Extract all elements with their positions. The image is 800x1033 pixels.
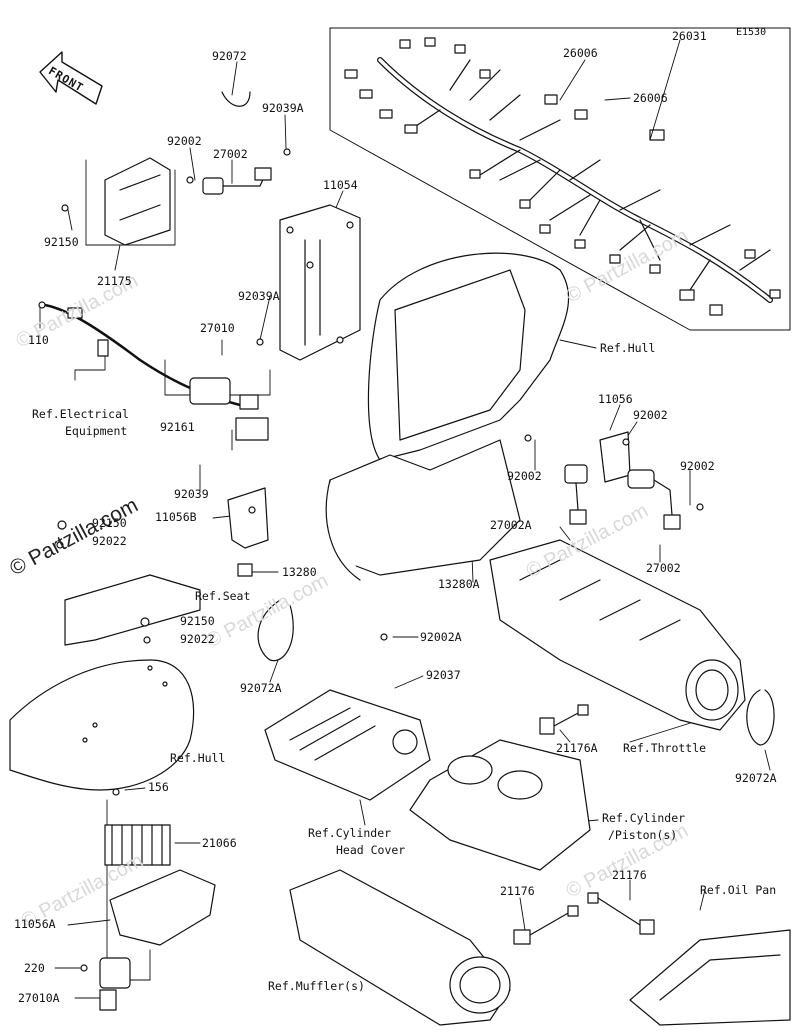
callout: 92002	[633, 408, 668, 422]
cylinder-head-cover	[264, 689, 431, 801]
callout: 21176A	[556, 741, 598, 755]
bracket-11056a	[109, 869, 216, 946]
callout: 92037	[426, 668, 461, 682]
callout: 92002	[507, 469, 542, 483]
bracket-11054	[279, 204, 361, 361]
hull-upper	[325, 252, 570, 581]
cylinder-block	[409, 739, 591, 871]
callout: Ref.Seat	[195, 589, 251, 603]
callout: 27002A	[490, 518, 532, 532]
callout: 11056A	[14, 917, 56, 931]
sensor-27002-upper	[202, 167, 272, 195]
seat-bracket	[56, 520, 201, 646]
callout: Ref.Hull	[600, 341, 656, 355]
callout: Ref.Oil Pan	[700, 883, 777, 897]
callout: 11056B	[155, 510, 197, 524]
callout: Ref.Electrical	[32, 407, 129, 421]
callout: 92039A	[262, 101, 304, 115]
callout: 92022	[92, 534, 127, 548]
sensor-21176-mid	[513, 905, 579, 945]
callout: 21175	[97, 274, 132, 288]
callout: Ref.Cylinder	[308, 826, 392, 840]
callout: Equipment	[65, 424, 128, 438]
muffler	[289, 869, 511, 1026]
callout: 27002	[213, 147, 248, 161]
sensor-27002a	[564, 464, 588, 525]
callout: 220	[24, 961, 45, 975]
callout: 27002	[646, 561, 681, 575]
hull-lower	[9, 659, 195, 791]
callout: 110	[28, 333, 49, 347]
sensor-21176a	[539, 704, 589, 735]
callout: /Piston(s)	[608, 828, 678, 842]
sensor-27002-right	[627, 469, 681, 530]
ecu-21175	[104, 157, 171, 246]
callout: 92150	[180, 614, 215, 628]
callout: 92002	[680, 459, 715, 473]
regulator-21066	[104, 824, 171, 866]
callout: 13280	[282, 565, 317, 579]
callout: 27010A	[18, 991, 60, 1005]
relay-27010	[189, 377, 269, 441]
callout: 92039A	[238, 289, 280, 303]
callout: 26006	[633, 91, 668, 105]
callout: Ref.Hull	[170, 751, 226, 765]
throttle-body	[489, 539, 746, 731]
callout: 13280A	[438, 577, 480, 591]
callout: 156	[148, 780, 169, 794]
diagram-code: E1530	[736, 27, 767, 38]
strap-92072a-left	[257, 599, 294, 662]
callout: 92161	[160, 420, 195, 434]
callout: Head Cover	[336, 843, 406, 857]
callout: Ref.Throttle	[623, 741, 707, 755]
callout: 21176	[612, 868, 647, 882]
bolts	[38, 148, 704, 972]
clip-13280	[237, 563, 253, 577]
callout: Ref.Cylinder	[602, 811, 686, 825]
callout: 92022	[180, 632, 215, 646]
callout: 11056	[598, 392, 633, 406]
bracket-11056b	[227, 487, 269, 549]
callout: 11054	[323, 178, 358, 192]
callout: 27010	[200, 321, 235, 335]
callout: 21176	[500, 884, 535, 898]
oil-pan	[629, 929, 791, 1026]
callout: 92002A	[420, 630, 462, 644]
callout: 92150	[44, 235, 79, 249]
callout: 21066	[202, 836, 237, 850]
callout: 26031	[672, 29, 707, 43]
callout: 92039	[174, 487, 209, 501]
harness-frame	[329, 27, 791, 331]
sensor-21176-right	[587, 892, 655, 935]
front-arrow-icon	[39, 51, 103, 105]
relay-27010a	[99, 957, 131, 1011]
callout: 92072A	[735, 771, 777, 785]
callout: Ref.Muffler(s)	[268, 979, 365, 993]
callout: 26006	[563, 46, 598, 60]
callout: 92002	[167, 134, 202, 148]
callout: 92072A	[240, 681, 282, 695]
strap-92072	[221, 91, 251, 107]
callout: 92072	[212, 49, 247, 63]
callout: 92150	[92, 516, 127, 530]
strap-92072a-right	[746, 689, 775, 746]
main-harness	[344, 37, 781, 316]
